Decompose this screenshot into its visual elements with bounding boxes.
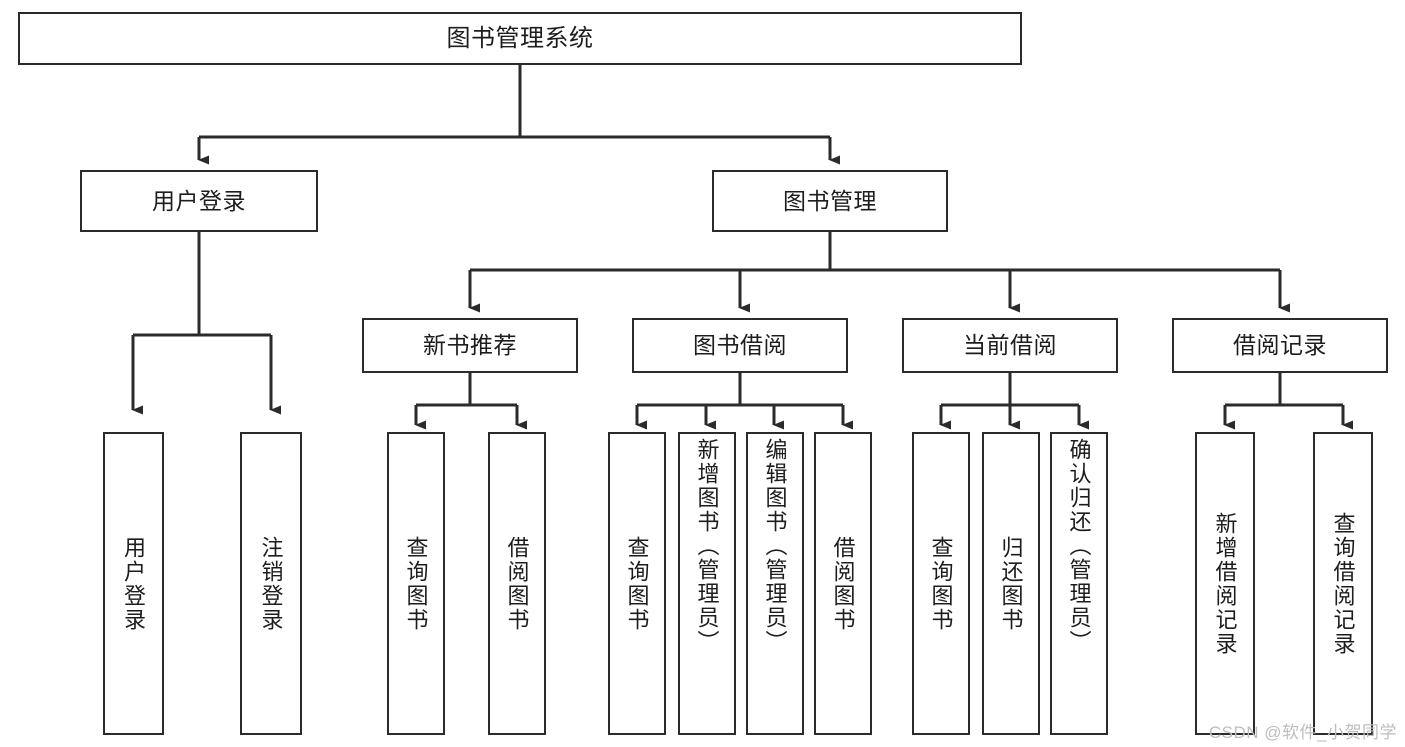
node-user-login[interactable]: 用户登录 (80, 170, 318, 232)
node-leaf-confirm-return[interactable]: 确认归还（管理员） (1050, 432, 1108, 735)
node-leaf-query-record[interactable]: 查询借阅记录 (1313, 432, 1373, 735)
node-book-borrow-label: 图书借阅 (693, 332, 787, 359)
node-leaf-add-record[interactable]: 新增借阅记录 (1195, 432, 1255, 735)
node-leaf-borrow-book-2-label: 借阅图书 (830, 535, 856, 632)
node-leaf-return-book[interactable]: 归还图书 (982, 432, 1040, 735)
csdn-watermark: CSDN @软件_小贺同学 (1208, 723, 1397, 742)
node-borrow-record-label: 借阅记录 (1233, 332, 1327, 359)
node-leaf-user-login[interactable]: 用户登录 (103, 432, 164, 735)
node-leaf-logout[interactable]: 注销登录 (240, 432, 302, 735)
node-leaf-logout-label: 注销登录 (258, 535, 284, 632)
node-root-label: 图书管理系统 (446, 24, 594, 52)
node-leaf-query-book-2-label: 查询图书 (624, 535, 650, 632)
node-book-borrow[interactable]: 图书借阅 (632, 318, 848, 373)
node-new-book-recommend-label: 新书推荐 (423, 332, 517, 359)
node-leaf-return-book-label: 归还图书 (998, 535, 1024, 632)
node-leaf-borrow-book-2[interactable]: 借阅图书 (814, 432, 872, 735)
node-leaf-query-book-2[interactable]: 查询图书 (608, 432, 666, 735)
node-leaf-add-book[interactable]: 新增图书（管理员） (678, 432, 736, 735)
node-leaf-confirm-return-label: 确认归还（管理员） (1066, 438, 1092, 654)
node-leaf-add-record-label: 新增借阅记录 (1212, 511, 1238, 656)
node-leaf-edit-book[interactable]: 编辑图书（管理员） (746, 432, 804, 735)
node-leaf-query-record-label: 查询借阅记录 (1330, 511, 1356, 656)
node-leaf-borrow-book-1-label: 借阅图书 (504, 535, 530, 632)
node-current-borrow[interactable]: 当前借阅 (902, 318, 1118, 373)
node-book-manage-label: 图书管理 (783, 187, 877, 214)
node-root[interactable]: 图书管理系统 (18, 12, 1022, 65)
node-leaf-query-book-3[interactable]: 查询图书 (912, 432, 970, 735)
node-book-manage[interactable]: 图书管理 (712, 170, 948, 232)
node-new-book-recommend[interactable]: 新书推荐 (362, 318, 578, 373)
node-leaf-user-login-label: 用户登录 (121, 535, 147, 632)
node-leaf-query-book-1[interactable]: 查询图书 (387, 432, 445, 735)
node-leaf-edit-book-label: 编辑图书（管理员） (762, 438, 788, 654)
node-current-borrow-label: 当前借阅 (963, 332, 1057, 359)
node-leaf-add-book-label: 新增图书（管理员） (694, 438, 720, 654)
node-borrow-record[interactable]: 借阅记录 (1172, 318, 1388, 373)
node-user-login-label: 用户登录 (152, 187, 246, 214)
node-leaf-query-book-3-label: 查询图书 (928, 535, 954, 632)
node-leaf-borrow-book-1[interactable]: 借阅图书 (488, 432, 546, 735)
node-leaf-query-book-1-label: 查询图书 (403, 535, 429, 632)
